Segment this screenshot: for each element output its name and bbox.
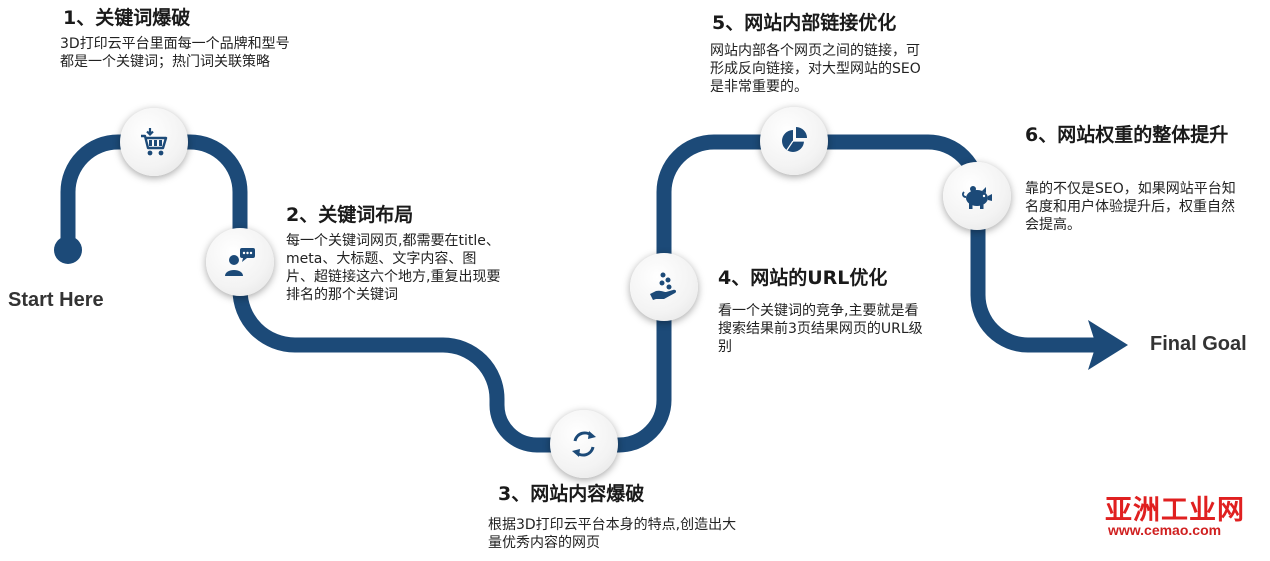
end-label: Final Goal	[1150, 333, 1247, 355]
step-6-node	[943, 162, 1011, 230]
refresh-icon	[572, 431, 596, 457]
start-label: Start Here	[8, 289, 104, 311]
pie-chart-icon	[782, 127, 807, 152]
step-4-desc: 看一个关键词的竞争,主要就是看搜索结果前3页结果网页的URL级别	[718, 303, 923, 355]
step-5-title: 5、网站内部链接优化	[712, 12, 897, 34]
step-6-title: 6、网站权重的整体提升	[1025, 124, 1229, 146]
start-dot	[54, 236, 82, 264]
end-arrow	[1088, 320, 1128, 370]
step-2-node	[206, 228, 274, 296]
hand-coins-icon	[650, 272, 677, 300]
step-3-title: 3、网站内容爆破	[498, 483, 645, 505]
step-2-title: 2、关键词布局	[286, 204, 414, 226]
step-5-desc: 网站内部各个网页之间的链接，可形成反向链接，对大型网站的SEO是非常重要的。	[710, 43, 921, 95]
piggy-bank-icon	[962, 186, 992, 209]
step-3-node	[550, 410, 618, 478]
step-1-title: 1、关键词爆破	[63, 7, 191, 29]
step-1-desc: 3D打印云平台里面每一个品牌和型号都是一个关键词；热门词关联策略	[60, 36, 290, 70]
watermark-logo: 亚洲工业网	[1105, 495, 1245, 526]
user-chat-icon	[225, 248, 255, 276]
step-2-desc: 每一个关键词网页,都需要在title、meta、大标题、文字内容、图片、超链接这…	[286, 233, 501, 303]
watermark-url: www.cemao.com	[1108, 522, 1222, 538]
step-4-node	[630, 253, 698, 321]
step-4-title: 4、网站的URL优化	[718, 267, 888, 289]
step-3-desc: 根据3D打印云平台本身的特点,创造出大量优秀内容的网页	[488, 517, 737, 551]
path-line	[60, 134, 1098, 453]
shopping-cart-icon	[141, 128, 168, 156]
step-5-node	[760, 107, 828, 175]
step-6-desc: 靠的不仅是SEO，如果网站平台知名度和用户体验提升后，权重自然会提高。	[1025, 181, 1236, 233]
step-1-node	[120, 108, 188, 176]
